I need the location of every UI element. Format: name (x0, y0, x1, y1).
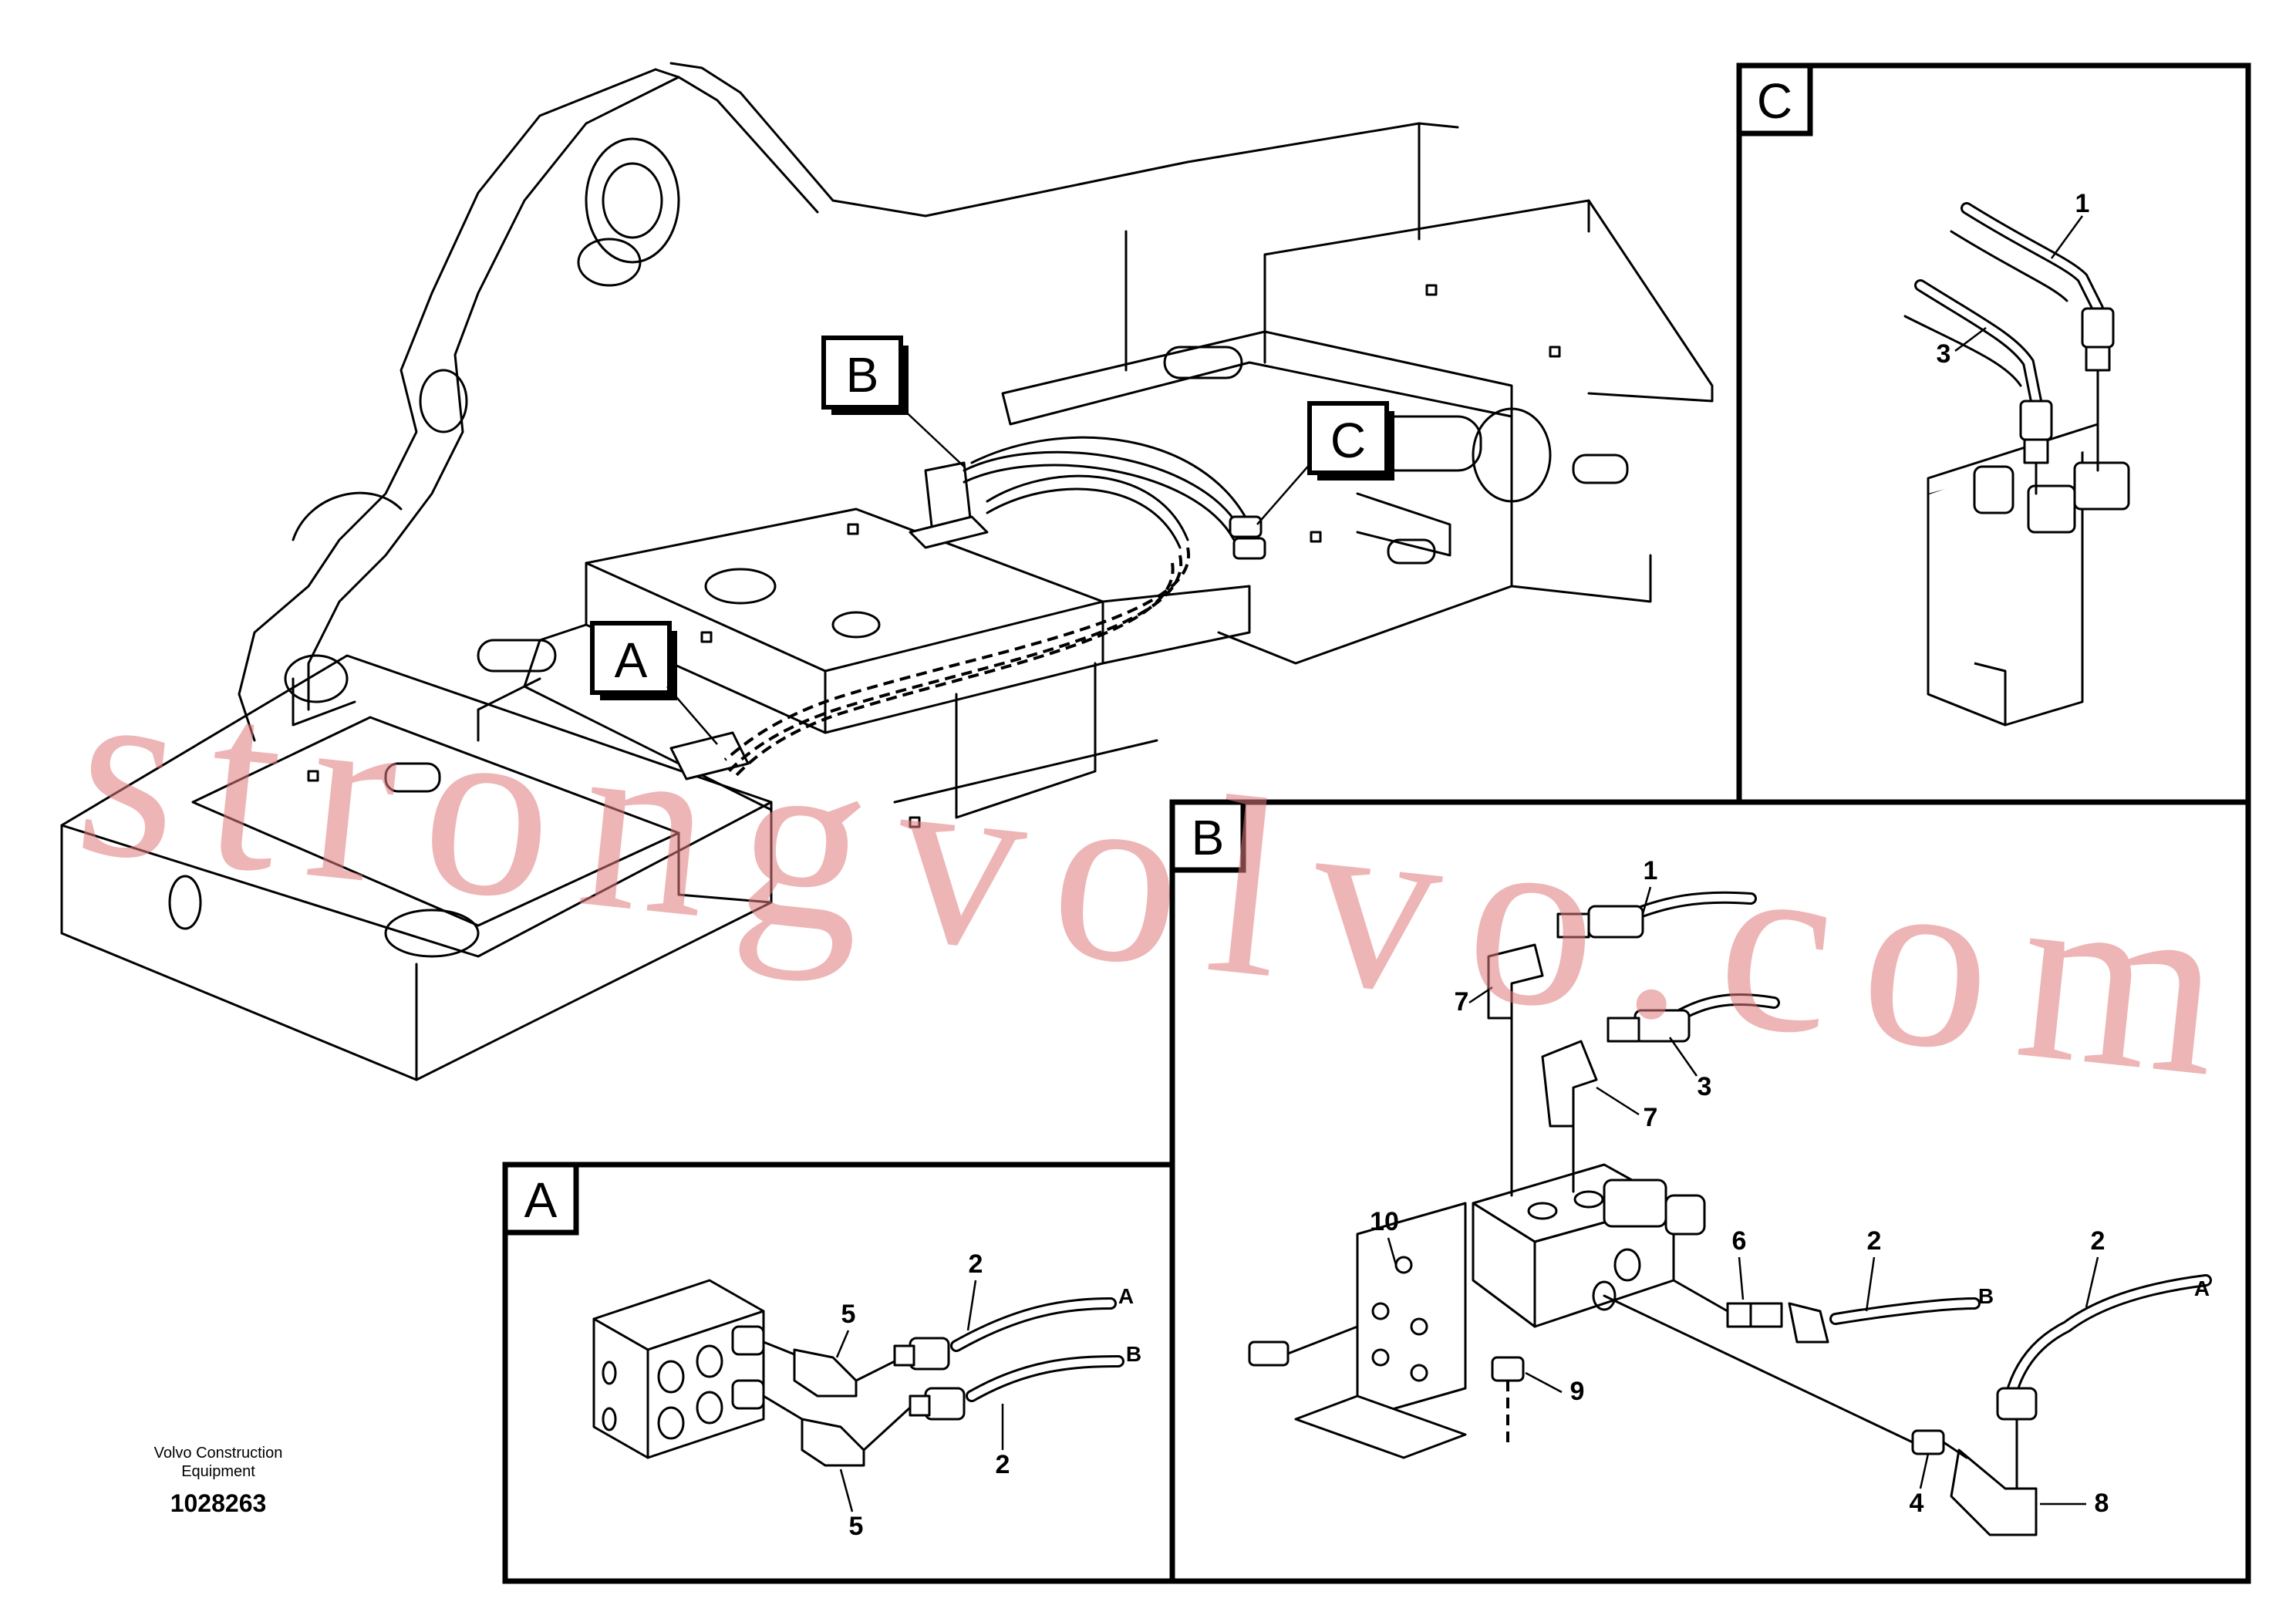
watermark-text: strongvolvo.com (66, 625, 2264, 1133)
detail-a-part-5-upper: 5 (841, 1300, 856, 1329)
detail-c-part-3: 3 (1937, 339, 1951, 369)
detail-b-part-9: 9 (1570, 1377, 1585, 1406)
detail-c-panel: C 1 3 (1736, 62, 2251, 805)
detail-b-part-7-upper: 7 (1455, 987, 1469, 1017)
detail-b-part-6: 6 (1732, 1226, 1747, 1256)
detail-b-part-8: 8 (2095, 1489, 2109, 1518)
detail-a-part-2-upper: 2 (969, 1249, 983, 1279)
footer-brand-line2: Equipment (181, 1463, 255, 1480)
callout-label-c: C (1330, 413, 1366, 468)
footer-brand-line1: Volvo Construction (154, 1445, 283, 1462)
detail-b-hose-label-b: B (1978, 1284, 1994, 1308)
callout-label-a: A (615, 632, 648, 688)
detail-b-hose-label-a: A (2194, 1276, 2210, 1300)
detail-b-part-2-b: 2 (1867, 1226, 1882, 1256)
detail-b-part-10: 10 (1370, 1207, 1399, 1236)
detail-a-title: A (524, 1172, 558, 1228)
main-assembly-drawing (60, 62, 1714, 1081)
detail-a-part-5-lower: 5 (849, 1512, 864, 1541)
drawing-id: 1028263 (170, 1489, 267, 1517)
detail-c-title: C (1757, 73, 1792, 129)
callout-tag-b[interactable]: B (821, 336, 965, 467)
detail-b-part-1: 1 (1644, 856, 1658, 885)
detail-b-title: B (1192, 810, 1225, 865)
detail-a-part-2-lower: 2 (996, 1450, 1010, 1479)
callout-tag-a[interactable]: A (590, 621, 718, 745)
detail-c-part-1: 1 (2075, 189, 2090, 218)
footer: Volvo Construction Equipment 1028263 (154, 1445, 283, 1517)
detail-b-part-4: 4 (1910, 1489, 1924, 1518)
detail-a-panel: A 2 5 2 5 A (502, 1162, 1175, 1584)
detail-a-hose-label-b: B (1126, 1342, 1141, 1366)
callout-tag-c[interactable]: C (1256, 401, 1394, 525)
detail-b-part-7-lower: 7 (1644, 1103, 1658, 1132)
detail-b-panel: B (1169, 799, 2251, 1584)
detail-b-part-2-a: 2 (2091, 1226, 2106, 1256)
detail-b-part-3: 3 (1698, 1072, 1712, 1101)
callout-label-b: B (846, 347, 879, 403)
detail-a-hose-label-a: A (1118, 1284, 1134, 1308)
